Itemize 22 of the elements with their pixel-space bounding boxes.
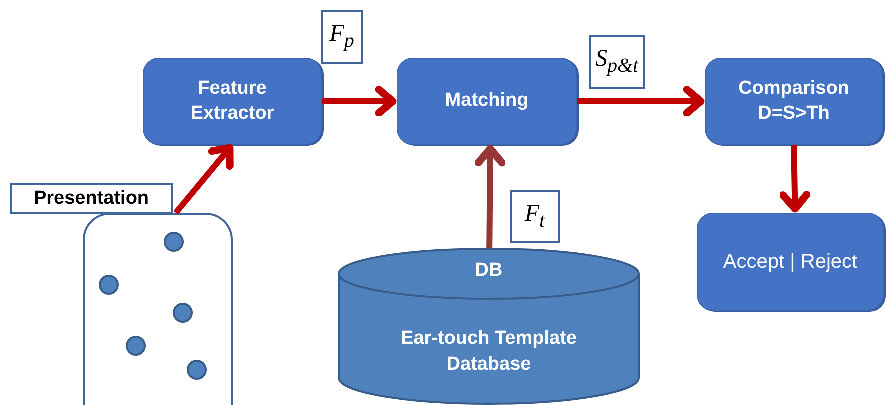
- process-box: [705, 58, 883, 145]
- label-box: [10, 183, 173, 214]
- box-label: Presentation: [34, 188, 150, 210]
- box-label: Comparison D=S>Th: [738, 76, 850, 126]
- box-label: Accept | Reject: [722, 250, 859, 275]
- process-box: [397, 58, 577, 145]
- math-symbol: F$_{t}$: [524, 200, 546, 232]
- arrow: [779, 144, 811, 213]
- database-label: DB: [474, 259, 504, 283]
- process-box: [697, 213, 884, 311]
- process-box: [143, 58, 322, 145]
- symbol-box: [510, 190, 560, 243]
- database-label: Ear-touch Template Database: [400, 327, 578, 377]
- symbol-box: [589, 35, 645, 89]
- box-label: Matching: [444, 89, 530, 114]
- symbol-box: [321, 10, 363, 64]
- arrow: [474, 145, 506, 248]
- arrow: [322, 86, 397, 118]
- arrow: [577, 86, 705, 118]
- math-symbol: F$_{p}$: [330, 21, 354, 53]
- box-label: Feature Extractor: [190, 76, 276, 126]
- math-symbol: S$_{p&t}$: [595, 46, 639, 78]
